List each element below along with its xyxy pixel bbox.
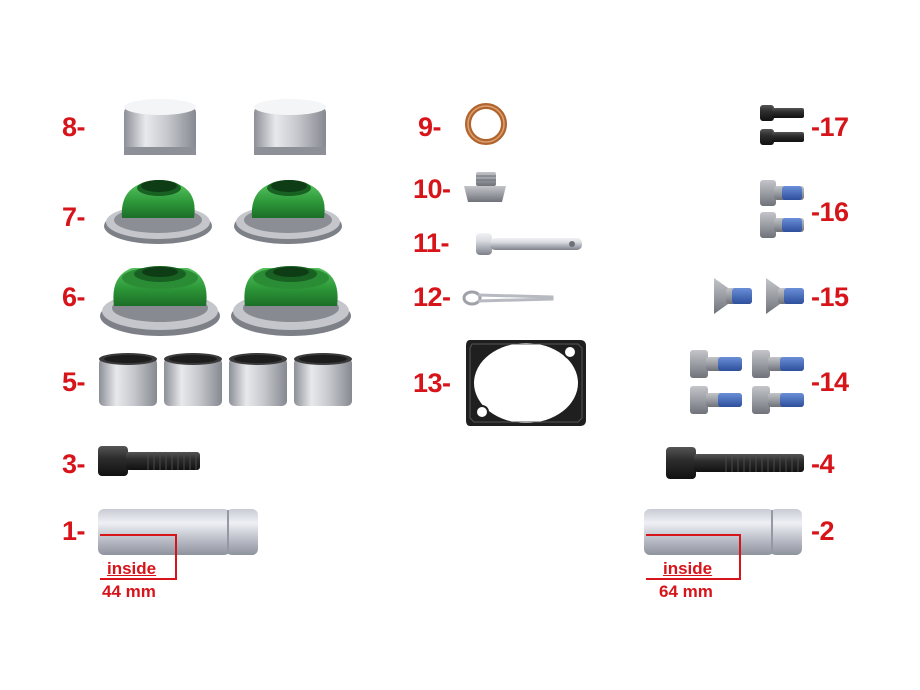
label-part-13: 13- — [413, 368, 451, 398]
screw-black-image — [760, 104, 806, 122]
bushing-image — [228, 352, 288, 410]
plug-screw-image — [462, 172, 508, 206]
label-part-3: 3- — [62, 449, 86, 479]
bushing-image — [98, 352, 158, 410]
label-part-11: 11- — [413, 228, 450, 258]
flange-bolt-image — [690, 350, 744, 378]
bushing-image — [163, 352, 223, 410]
dimension-left-value: 44 mm — [102, 582, 156, 601]
label-part-17: -17 — [811, 112, 849, 142]
screw-black-image — [760, 128, 806, 146]
cotter-pin-image — [462, 288, 556, 308]
guide-pin-short-image — [98, 507, 260, 557]
dimension-line-left — [100, 534, 175, 536]
seal-image — [232, 176, 344, 248]
guide-pin-long-image — [644, 507, 804, 557]
gasket-image — [462, 334, 590, 432]
label-part-9: 9- — [418, 112, 442, 142]
label-part-10: 10- — [413, 174, 451, 204]
dimension-left-inside: inside — [107, 559, 157, 578]
dimension-right-value: 64 mm — [659, 582, 713, 601]
boot-seal-image — [229, 258, 353, 338]
flange-bolt-image — [690, 386, 744, 414]
label-part-12: 12- — [413, 282, 451, 312]
countersunk-screw-image — [712, 278, 754, 314]
pin-image — [476, 231, 584, 257]
label-part-15: -15 — [811, 282, 849, 312]
dimension-bracket-right — [646, 534, 741, 580]
flange-bolt-image — [752, 350, 806, 378]
threadlock-bolt-image — [760, 212, 806, 238]
flange-bolt-image — [752, 386, 806, 414]
label-part-8: 8- — [62, 112, 86, 142]
label-part-2: -2 — [811, 516, 835, 546]
boot-seal-image — [98, 258, 222, 338]
cap-image — [122, 97, 198, 159]
label-part-1: 1- — [62, 516, 86, 546]
label-part-16: -16 — [811, 197, 849, 227]
seal-image — [102, 176, 214, 248]
threadlock-bolt-image — [760, 180, 806, 206]
dimension-right-inside: inside — [663, 559, 713, 578]
bolt-long-image — [666, 445, 806, 481]
label-part-5: 5- — [62, 367, 86, 397]
label-part-4: -4 — [811, 449, 835, 479]
dimension-bracket-left — [100, 534, 177, 580]
copper-washer-image — [465, 103, 507, 145]
label-part-7: 7- — [62, 202, 86, 232]
label-part-6: 6- — [62, 282, 86, 312]
countersunk-screw-image — [764, 278, 806, 314]
dimension-line-right — [646, 534, 739, 536]
bushing-image — [293, 352, 353, 410]
cap-image — [252, 97, 328, 159]
label-part-14: -14 — [811, 367, 849, 397]
bolt-short-image — [98, 444, 202, 478]
